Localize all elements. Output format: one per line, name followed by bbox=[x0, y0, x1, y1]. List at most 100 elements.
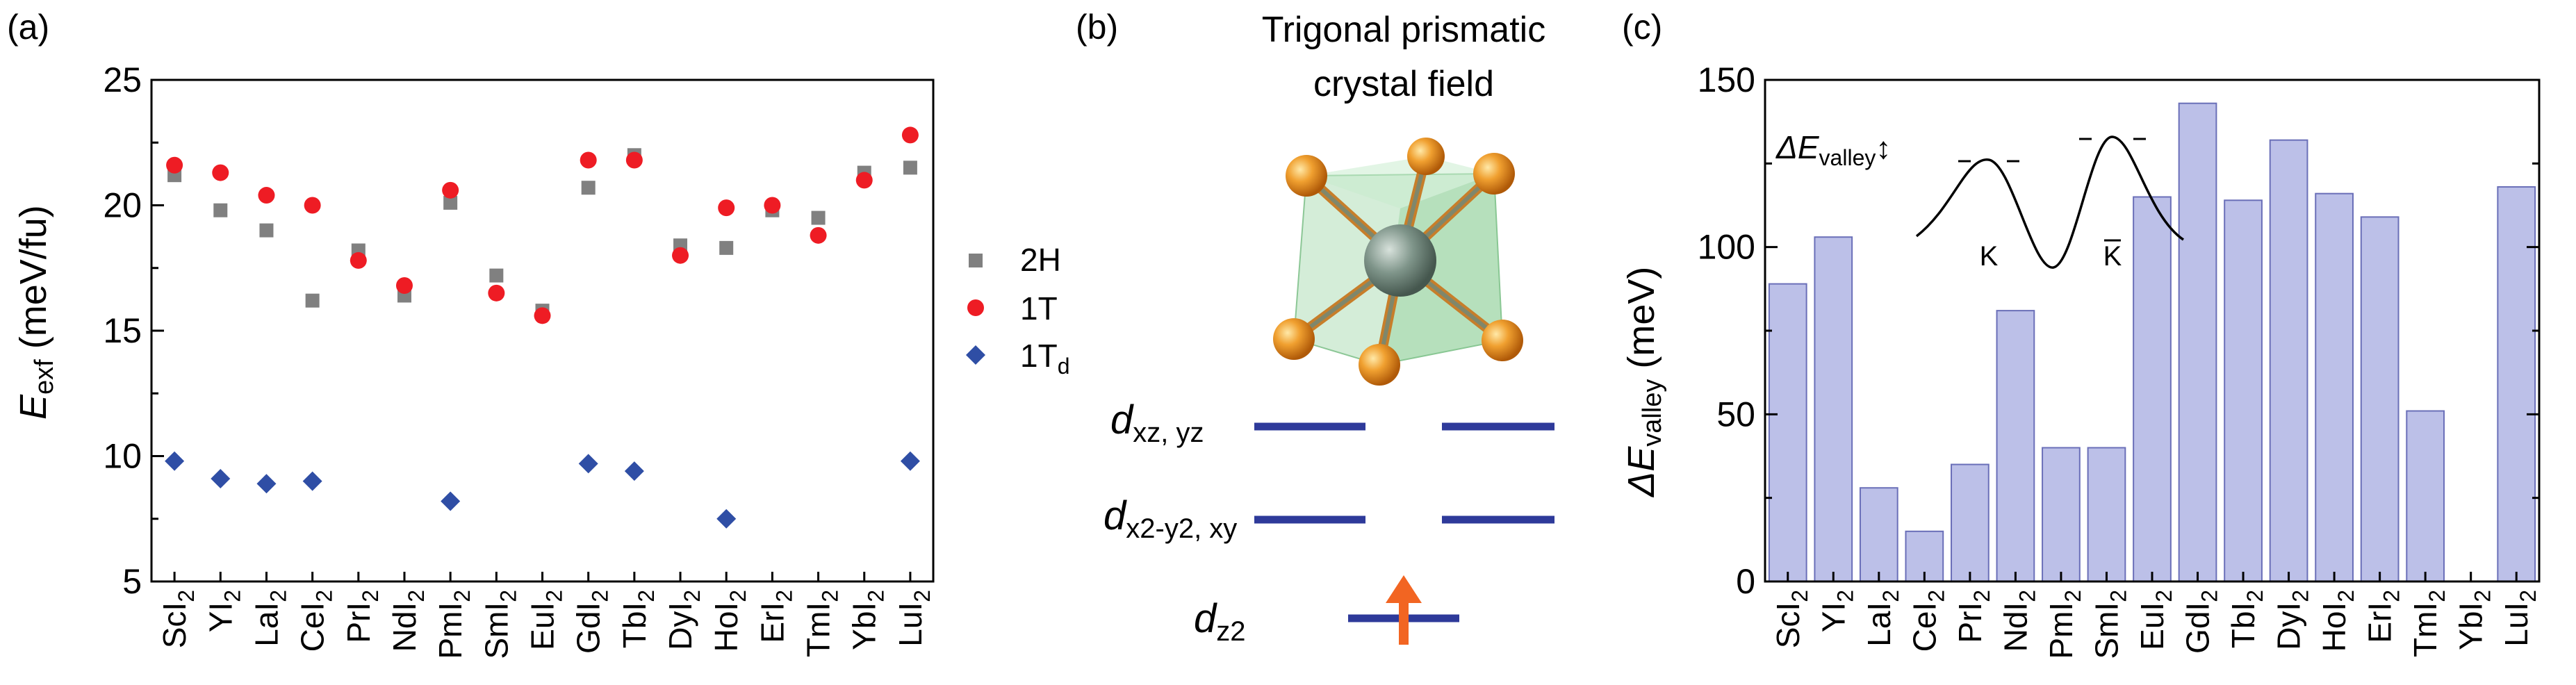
orbital-levels bbox=[1254, 422, 1554, 645]
point-1T bbox=[395, 277, 413, 295]
ligand-atom bbox=[1473, 153, 1515, 195]
point-1T bbox=[258, 187, 275, 204]
y-tick-label-a: 5 bbox=[122, 562, 142, 601]
point-2H bbox=[443, 195, 458, 210]
point-1Td bbox=[211, 468, 231, 488]
point-1T bbox=[764, 197, 781, 214]
x-tick-label-a: HoI2 bbox=[708, 590, 750, 652]
level-label-dx2y2: dx2-y2, xy bbox=[1104, 493, 1237, 544]
legend-label-2H: 2H bbox=[1020, 242, 1061, 278]
x-tick-label-c: DyI2 bbox=[2271, 590, 2313, 650]
point-1T bbox=[672, 247, 689, 264]
x-tick-label-c: NdI2 bbox=[1997, 590, 2040, 652]
x-tick-label-a: LaI2 bbox=[248, 590, 290, 647]
x-tick-label-c: ErI2 bbox=[2362, 590, 2404, 643]
point-2H bbox=[903, 160, 917, 175]
point-2H bbox=[581, 181, 596, 195]
inset-delta-label: ΔEvalley↕ bbox=[1775, 129, 1891, 170]
x-tick-label-c: TmI2 bbox=[2407, 590, 2450, 657]
bar bbox=[1951, 463, 1990, 582]
point-1T bbox=[350, 251, 367, 269]
point-1T bbox=[855, 172, 873, 189]
bar bbox=[2087, 447, 2126, 583]
point-1T bbox=[625, 151, 643, 169]
legend-a: 2H 1T 1Td bbox=[966, 242, 1069, 379]
valley-label-K: K bbox=[1980, 241, 1999, 272]
crystal-field-diagram: Trigonal prismatic crystal field bbox=[1104, 10, 1554, 647]
point-2H bbox=[719, 240, 734, 255]
x-tick-label-a: GdI2 bbox=[571, 590, 613, 654]
bar bbox=[2133, 196, 2172, 582]
x-tick-label-c: ScI2 bbox=[1770, 590, 1812, 648]
prism-top bbox=[1306, 156, 1494, 208]
point-1Td bbox=[302, 471, 322, 491]
point-2H bbox=[489, 268, 504, 283]
y-tick-label-a: 10 bbox=[103, 437, 142, 476]
bar bbox=[2178, 102, 2217, 582]
y-axis-label-a: Eexf (meV/fu) bbox=[13, 205, 59, 420]
bar bbox=[2406, 410, 2445, 583]
legend-label-1T: 1T bbox=[1020, 290, 1058, 327]
point-2H bbox=[213, 203, 228, 217]
x-tick-label-a: EuI2 bbox=[525, 590, 567, 650]
x-tick-label-c: PrI2 bbox=[1952, 590, 1994, 643]
ligand-atom bbox=[1273, 318, 1315, 360]
y-axis-label-c: ΔEvalley (meV) bbox=[1621, 267, 1667, 498]
point-1Td bbox=[900, 451, 920, 471]
x-tick-label-a: PrI2 bbox=[341, 590, 383, 643]
x-tick-label-c: LuI2 bbox=[2498, 590, 2541, 647]
legend-label-1Td: 1Td bbox=[1020, 338, 1069, 379]
ligand-atom bbox=[1407, 138, 1445, 175]
x-tick-label-a: ErI2 bbox=[754, 590, 796, 643]
ligand-atom bbox=[1482, 320, 1523, 361]
bar bbox=[2360, 216, 2399, 582]
diagram-title-line2: crystal field bbox=[1313, 64, 1494, 104]
y-tick-label-c: 150 bbox=[1698, 60, 1755, 99]
point-1T bbox=[718, 199, 735, 217]
bar bbox=[1859, 487, 1898, 583]
y-tick-label-a: 20 bbox=[103, 186, 142, 225]
bar bbox=[1814, 236, 1853, 582]
y-tick-label-a: 15 bbox=[103, 311, 142, 350]
panel-label-c: (c) bbox=[1622, 8, 1662, 47]
point-1Td bbox=[624, 461, 644, 481]
ligand-atom bbox=[1359, 344, 1400, 386]
diagram-title-line1: Trigonal prismatic bbox=[1262, 10, 1545, 50]
x-tick-label-c: YbI2 bbox=[2453, 590, 2495, 650]
ligand-atom bbox=[1286, 155, 1327, 197]
y-tick-label-a: 25 bbox=[103, 60, 142, 99]
bar bbox=[1768, 283, 1807, 582]
point-1Td bbox=[256, 474, 277, 494]
x-tick-label-a: LuI2 bbox=[892, 590, 935, 647]
x-tick-label-a: YbI2 bbox=[846, 590, 889, 650]
point-1T bbox=[810, 226, 827, 244]
x-tick-label-c: HoI2 bbox=[2316, 590, 2358, 652]
point-1T bbox=[534, 307, 551, 324]
x-tick-label-a: CeI2 bbox=[295, 590, 337, 652]
point-1Td bbox=[441, 491, 461, 511]
metal-atom bbox=[1364, 224, 1436, 297]
x-tick-label-a: NdI2 bbox=[386, 590, 429, 652]
point-1T bbox=[212, 164, 229, 181]
panel-label-b: (b) bbox=[1076, 8, 1118, 47]
point-2H bbox=[305, 293, 320, 308]
legend-marker-2H bbox=[969, 254, 983, 267]
x-axis-a: ScI2YI2LaI2CeI2PrI2NdI2PmI2SmI2EuI2GdI2T… bbox=[156, 572, 935, 659]
x-tick-label-a: PmI2 bbox=[432, 590, 475, 659]
point-1T bbox=[901, 126, 919, 144]
x-tick-label-c: GdI2 bbox=[2180, 590, 2222, 654]
point-1Td bbox=[578, 454, 598, 474]
point-1Td bbox=[165, 451, 185, 471]
bar bbox=[2497, 186, 2536, 582]
x-tick-label-a: TbI2 bbox=[616, 590, 659, 648]
trigonal-prism-structure bbox=[1273, 138, 1523, 386]
x-tick-label-a: TmI2 bbox=[801, 590, 843, 657]
bar bbox=[2269, 139, 2308, 582]
y-axis-a: 5 10 15 20 25 bbox=[103, 60, 164, 601]
legend-marker-1T bbox=[967, 299, 984, 316]
bars-c bbox=[1768, 102, 2536, 583]
bar bbox=[2315, 192, 2354, 582]
